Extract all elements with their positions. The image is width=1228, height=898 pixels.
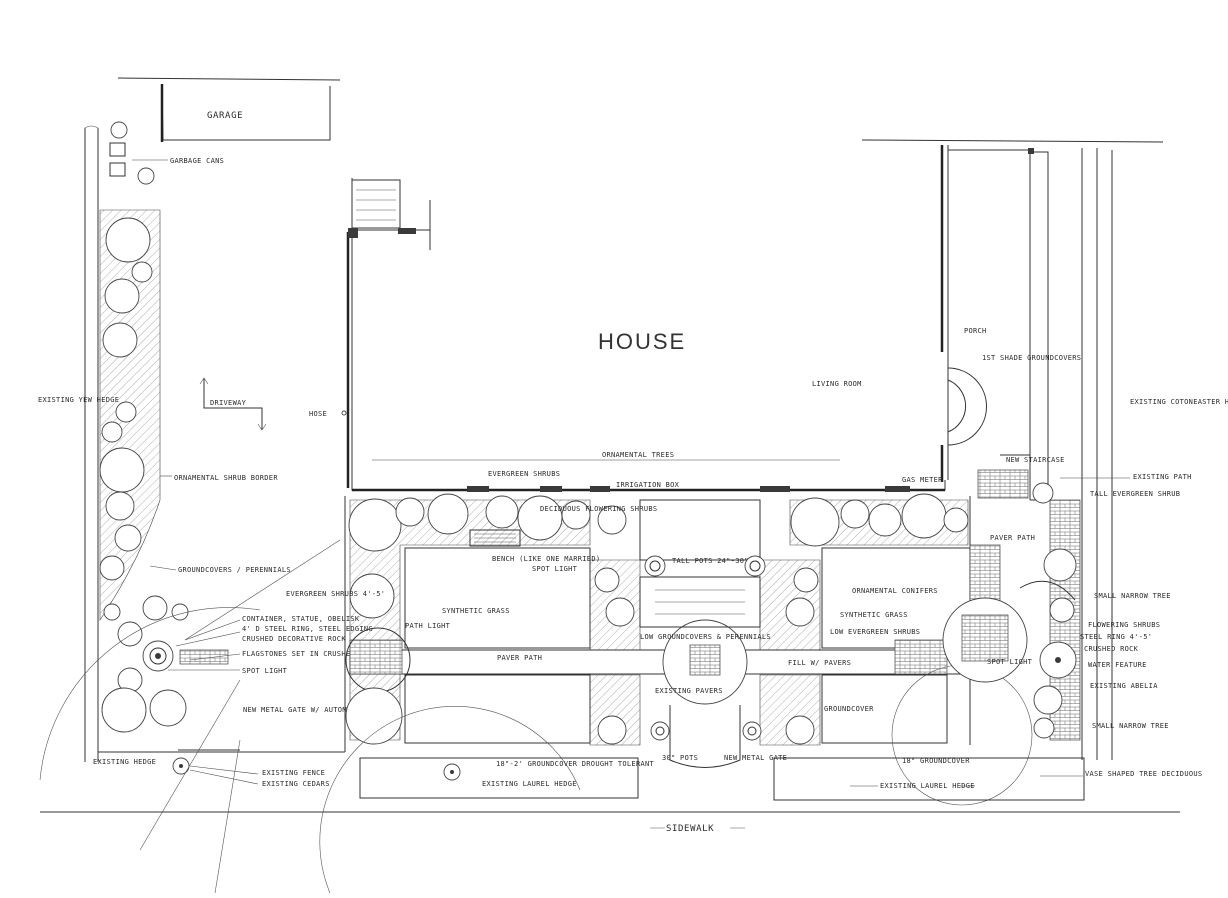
- new-metal-gate-left-label: NEW METAL GATE W/ AUTOMATIC OPENER: [243, 706, 397, 714]
- porch-groundcovers-label: 1ST SHADE GROUNDCOVERS: [982, 354, 1081, 362]
- paver-path-mid-label: PAVER PATH: [497, 654, 542, 662]
- evergreen-shrubs-top-label: EVERGREEN SHRUBS: [488, 470, 560, 478]
- gas-meter-label: GAS METER: [902, 476, 943, 484]
- living-room-label: LIVING ROOM: [812, 380, 862, 388]
- porch: [861, 139, 1164, 501]
- ornamental-trees-label: ORNAMENTAL TREES: [602, 451, 674, 459]
- existing-laurel-hedge-left-label: EXISTING LAUREL HEDGE: [482, 780, 577, 788]
- vase-shaped-tree-label: VASE SHAPED TREE DECIDUOUS: [1085, 770, 1202, 778]
- water-feature-label: WATER FEATURE: [1088, 661, 1147, 669]
- existing-pavers-label: EXISTING PAVERS: [655, 687, 723, 695]
- flagstones-label: FLAGSTONES SET IN CRUSHED ROCK: [242, 650, 378, 658]
- synthetic-grass-left-label: SYNTHETIC GRASS: [442, 607, 510, 615]
- existing-yew-hedge-label: EXISTING YEW HEDGE: [38, 396, 119, 404]
- groundcover-mid-label: GROUNDCOVER: [824, 705, 874, 713]
- spot-light-left-label: SPOT LIGHT: [242, 667, 288, 675]
- existing-cedars-label: EXISTING CEDARS: [262, 780, 330, 788]
- path-light-label: PATH LIGHT: [405, 622, 451, 630]
- ornamental-shrub-border: [99, 209, 189, 621]
- existing-laurel-hedge-right-label: EXISTING LAUREL HEDGE: [880, 782, 975, 790]
- porch-label: PORCH: [964, 327, 987, 335]
- front-garden: [319, 493, 1033, 894]
- fill-pavers-label: FILL W/ PAVERS: [788, 659, 851, 667]
- garbage-cans: [109, 121, 168, 185]
- flowering-shrubs-label: FLOWERING SHRUBS: [1088, 621, 1160, 629]
- existing-abelia-label: EXISTING ABELIA: [1090, 682, 1158, 690]
- evergreen-shrubs-side-label: EVERGREEN SHRUBS 4'-5': [286, 590, 385, 598]
- new-metal-gate-mid-label: NEW METAL GATE: [724, 754, 787, 762]
- steel-ring-right-label: STEEL RING 4'-5': [1080, 633, 1152, 641]
- steel-ring-feature: [39, 539, 341, 781]
- hose-label: HOSE: [309, 410, 327, 418]
- ornamental-conifers-label: ORNAMENTAL CONIFERS: [852, 587, 938, 595]
- garbage-cans-label: GARBAGE CANS: [170, 157, 224, 165]
- garage-label: GARAGE: [207, 111, 243, 121]
- existing-hedge-label: EXISTING HEDGE: [93, 758, 156, 766]
- existing-fence-label: EXISTING FENCE: [262, 769, 325, 777]
- sidewalk-label: SIDEWALK: [666, 824, 714, 834]
- groundcover-right-label: 18" GROUNDCOVER: [902, 757, 970, 765]
- deciduous-flowering-shrubs-label: DECIDUOUS FLOWERING SHRUBS: [540, 505, 657, 513]
- house: [346, 178, 946, 492]
- spot-light-top-label: SPOT LIGHT: [532, 565, 578, 573]
- tall-pots-label: TALL POTS 24"-30": [672, 557, 749, 565]
- spot-light-right-label: SPOT LIGHT: [987, 658, 1033, 666]
- new-staircase-label: NEW STAIRCASE: [1006, 456, 1065, 464]
- bench-label: BENCH (LIKE ONE MARRIED): [492, 555, 600, 563]
- crushed-decorative-rock-label: CRUSHED DECORATIVE ROCK: [242, 635, 346, 643]
- synthetic-grass-right-label: SYNTHETIC GRASS: [840, 611, 908, 619]
- groundcovers-perennials-label: GROUNDCOVERS / PERENNIALS: [178, 566, 291, 574]
- container-statue-label: CONTAINER, STATUE, OBELISK: [242, 615, 360, 623]
- steel-ring-label: 4' D STEEL RING, STEEL EDGING: [242, 625, 373, 633]
- irrigation-box-label: IRRIGATION BOX: [616, 481, 680, 489]
- right-side-planting: [977, 454, 1081, 741]
- garage: [117, 77, 341, 142]
- hose-bib-icon: [341, 410, 347, 416]
- existing-cotoneaster-hedge: [1081, 148, 1113, 760]
- driveway-marker: [199, 377, 267, 431]
- small-narrow-tree-label: SMALL NARROW TREE: [1094, 592, 1171, 600]
- groundcover-drought-label: 18"-2' GROUNDCOVER DROUGHT TOLERANT: [496, 760, 654, 768]
- pots-30-label: 30" POTS: [662, 754, 698, 762]
- existing-yew-hedge: [84, 125, 99, 762]
- laurel-hedges: [359, 757, 1085, 801]
- left-gate-area: [98, 679, 345, 894]
- small-narrow-tree-2-label: SMALL NARROW TREE: [1092, 722, 1169, 730]
- house-label: HOUSE: [598, 329, 686, 354]
- existing-path-label: EXISTING PATH: [1133, 473, 1192, 481]
- low-evergreen-shrubs-label: LOW EVERGREEN SHRUBS: [830, 628, 920, 636]
- ornamental-shrub-border-label: ORNAMENTAL SHRUB BORDER: [174, 474, 278, 482]
- tall-evergreen-shrub-label: TALL EVERGREEN SHRUB: [1090, 490, 1180, 498]
- crushed-rock-label: CRUSHED ROCK: [1084, 645, 1139, 653]
- paver-path-label: PAVER PATH: [990, 534, 1035, 542]
- low-groundcovers-label: LOW GROUNDCOVERS & PERENNIALS: [640, 633, 771, 641]
- driveway-label: DRIVEWAY: [210, 399, 247, 407]
- existing-cotoneaster-hedge-label: EXISTING COTONEASTER HEDGE: [1130, 398, 1228, 406]
